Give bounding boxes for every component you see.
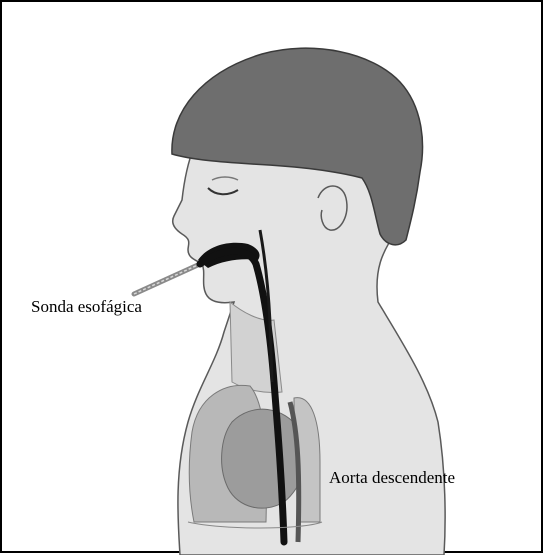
probe-label: Sonda esofágica xyxy=(31,298,142,315)
ear xyxy=(318,186,347,230)
external-probe-core xyxy=(134,264,200,294)
aorta-label: Aorta descendente xyxy=(329,469,455,486)
